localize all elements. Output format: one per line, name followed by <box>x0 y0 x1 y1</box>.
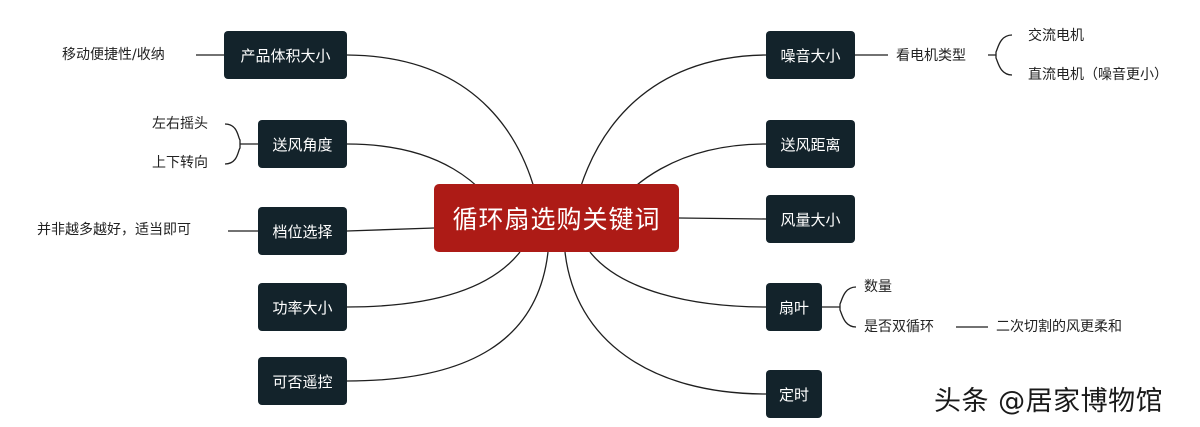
detail-left-right-swing: 左右摇头 <box>152 116 208 132</box>
bracket-airflow-angle <box>224 123 258 165</box>
detail-softer-airflow: 二次切割的风更柔和 <box>996 319 1122 335</box>
detail-dc-motor: 直流电机（噪音更小） <box>1028 67 1168 83</box>
detail-gears-note: 并非越多越好，适当即可 <box>37 222 191 238</box>
bracket-motor-types <box>988 34 1013 76</box>
topic-fan-blades[interactable]: 扇叶 <box>766 283 822 331</box>
detail-portability: 移动便捷性/收纳 <box>62 47 165 63</box>
detail-dual-circulation: 是否双循环 <box>864 319 934 335</box>
topic-gear-selection[interactable]: 档位选择 <box>258 207 347 255</box>
topic-product-size[interactable]: 产品体积大小 <box>224 31 347 79</box>
detail-motor-type: 看电机类型 <box>896 48 966 64</box>
central-topic[interactable]: 循环扇选购关键词 <box>434 184 679 252</box>
link-central-air-volume <box>678 217 767 220</box>
bracket-fan-blades <box>822 286 857 328</box>
topic-airflow-angle[interactable]: 送风角度 <box>258 120 347 168</box>
watermark-text: 头条 @居家博物馆 <box>934 386 1164 417</box>
topic-timer[interactable]: 定时 <box>766 370 822 418</box>
link-central-timer <box>564 251 767 395</box>
topic-air-volume[interactable]: 风量大小 <box>766 195 855 243</box>
detail-ac-motor: 交流电机 <box>1028 28 1084 44</box>
topic-noise[interactable]: 噪音大小 <box>766 31 855 79</box>
topic-remote-control[interactable]: 可否遥控 <box>258 357 347 405</box>
link-central-remote-control <box>346 251 549 382</box>
detail-up-down-tilt: 上下转向 <box>152 155 208 171</box>
detail-blade-count: 数量 <box>864 279 892 295</box>
topic-power[interactable]: 功率大小 <box>258 283 347 331</box>
topic-airflow-distance[interactable]: 送风距离 <box>766 120 855 168</box>
link-central-power <box>346 251 521 308</box>
link-central-gear-selection <box>346 227 435 232</box>
link-central-fan-blades <box>589 251 767 308</box>
